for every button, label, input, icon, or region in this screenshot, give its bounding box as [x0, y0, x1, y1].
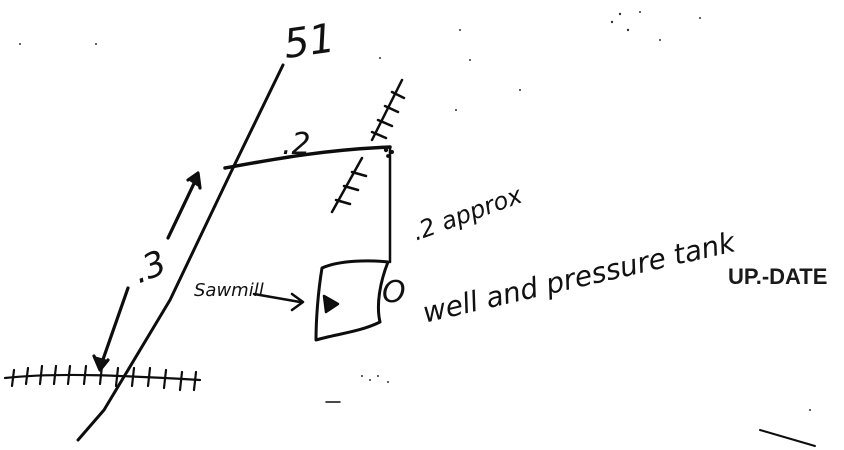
road-number-label: 51 [281, 15, 338, 68]
hatched-line-lower [330, 156, 368, 214]
stray-underline [759, 429, 816, 447]
arrow-up-icon [166, 171, 202, 240]
well-label: well and pressure tank [420, 225, 740, 329]
sawmill-arrow-icon [252, 292, 340, 314]
main-road-line [76, 63, 285, 442]
segment-top-label: .2 [282, 127, 311, 162]
hatched-line-bottom [3, 364, 202, 392]
hatched-line-upper [370, 78, 406, 142]
segment-right-label: .2 approx [408, 181, 526, 247]
well-marker-label: O [382, 275, 406, 310]
branch-road-line [223, 145, 392, 170]
sawmill-label: Sawmill [194, 280, 264, 301]
scan-specks [19, 11, 811, 411]
update-stamp: UP.-DATE [728, 264, 827, 289]
arrow-down-icon [92, 286, 130, 372]
corner-dots [383, 147, 394, 158]
sawmill-building [314, 259, 390, 342]
segment-left-label: .3 [127, 243, 172, 292]
